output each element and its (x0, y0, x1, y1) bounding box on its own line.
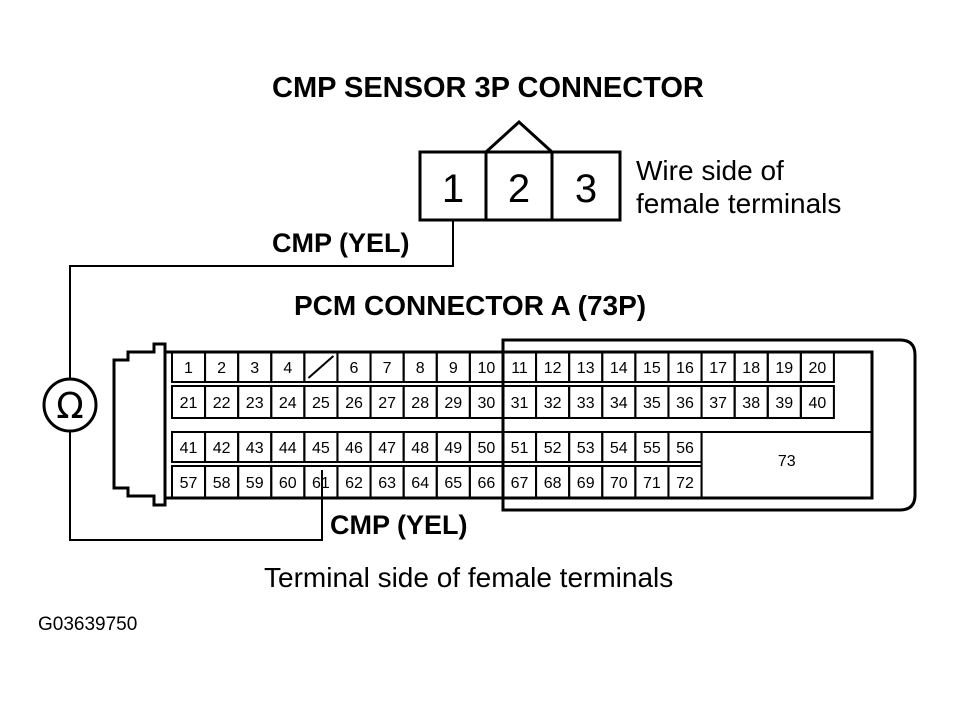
cmp-terminal-2: 2 (508, 167, 530, 211)
pcm-terminal-number: 1 (184, 360, 193, 377)
pcm-terminal-number: 29 (444, 395, 462, 412)
pcm-terminal-73-box (700, 431, 873, 499)
pcm-terminal-number: 18 (742, 360, 760, 377)
pcm-terminal-number: 72 (676, 475, 694, 492)
pcm-terminal-number: 9 (449, 360, 458, 377)
pcm-terminal-number: 62 (345, 475, 363, 492)
pcm-terminal-number: 2 (217, 360, 226, 377)
pcm-terminal-number: 17 (709, 360, 727, 377)
pcm-terminal-number: 10 (478, 360, 496, 377)
pcm-terminal-number: 64 (411, 475, 429, 492)
pcm-terminal-number: 41 (180, 440, 198, 457)
pcm-terminal-number: 22 (213, 395, 231, 412)
meter-leads (69, 220, 454, 541)
pcm-terminal-number: 53 (577, 440, 595, 457)
pcm-terminal-number: 40 (809, 395, 827, 412)
pcm-terminal-number: 70 (610, 475, 628, 492)
pcm-terminal-number: 58 (213, 475, 231, 492)
pcm-terminal-number: 65 (444, 475, 462, 492)
pcm-terminal-number: 24 (279, 395, 297, 412)
ohmmeter-icon: Ω (56, 386, 84, 427)
cmp-terminal-1: 1 (442, 167, 464, 211)
pcm-terminal-number: 46 (345, 440, 363, 457)
pcm-terminal-number: 54 (610, 440, 628, 457)
wire-side-note-line1: Wire side of (636, 155, 784, 186)
pcm-terminal-number: 33 (577, 395, 595, 412)
pcm-terminal-number: 37 (709, 395, 727, 412)
blank-terminal-slash (307, 355, 335, 379)
pcm-terminal-number: 71 (643, 475, 661, 492)
pcm-terminal-number: 11 (511, 360, 528, 377)
pcm-terminal-number: 25 (312, 395, 330, 412)
pcm-terminal-number: 42 (213, 440, 231, 457)
pcm-terminal-number: 51 (511, 440, 529, 457)
pcm-terminal-number: 27 (378, 395, 396, 412)
pcm-terminal-number: 60 (279, 475, 297, 492)
cmp-terminal-3: 3 (575, 167, 597, 211)
pcm-terminal-number: 8 (416, 360, 425, 377)
pcm-terminal-number: 20 (809, 360, 827, 377)
cmp-wire-label-bottom: CMP (YEL) (330, 510, 468, 540)
pcm-terminal-number: 66 (478, 475, 496, 492)
pcm-terminal-number: 13 (577, 360, 595, 377)
pcm-terminal-number: 44 (279, 440, 297, 457)
pcm-terminal-number: 45 (312, 440, 330, 457)
cmp-sensor-connector (418, 119, 622, 222)
pcm-terminal-number: 56 (676, 440, 694, 457)
pcm-terminal-number: 49 (444, 440, 462, 457)
pcm-terminal-number: 47 (378, 440, 396, 457)
pcm-terminal-number: 28 (411, 395, 429, 412)
cmp-sensor-connector-title: CMP SENSOR 3P CONNECTOR (272, 72, 704, 104)
pcm-terminal-number: 36 (676, 395, 694, 412)
pcm-terminal-number: 32 (544, 395, 562, 412)
pcm-terminal-number: 59 (246, 475, 264, 492)
pcm-terminal-number: 48 (411, 440, 429, 457)
pcm-terminal-number: 69 (577, 475, 595, 492)
pcm-terminal-number: 67 (511, 475, 529, 492)
pcm-terminal-number: 39 (775, 395, 793, 412)
pcm-connector-title: PCM CONNECTOR A (73P) (294, 290, 647, 321)
pcm-terminal-number: 21 (180, 395, 198, 412)
pcm-terminal-number: 31 (511, 395, 529, 412)
pcm-terminal-number: 38 (742, 395, 760, 412)
pcm-terminal-number: 7 (383, 360, 392, 377)
pcm-terminal-number: 26 (345, 395, 363, 412)
figure-id: G03639750 (38, 614, 138, 635)
pcm-terminal-number: 19 (775, 360, 793, 377)
pcm-terminal-cell (799, 351, 835, 383)
wire-side-note-line2: female terminals (636, 188, 842, 219)
cmp-sensor-terminals: 1 2 3 (442, 167, 597, 211)
pcm-terminal-number: 52 (544, 440, 562, 457)
pcm-terminal-number: 12 (544, 360, 562, 377)
pcm-terminal-number: 23 (246, 395, 264, 412)
pcm-terminal-number: 16 (676, 360, 694, 377)
pcm-terminal-number: 68 (544, 475, 562, 492)
pcm-terminal-number: 43 (246, 440, 264, 457)
pcm-terminal-cell (799, 385, 835, 419)
pcm-terminal-number: 30 (478, 395, 496, 412)
pcm-terminal-number: 6 (350, 360, 359, 377)
pcm-terminal-73: 73 (778, 453, 796, 470)
connector-lock-tab-icon (484, 119, 554, 154)
pcm-terminal-number: 55 (643, 440, 661, 457)
cmp-wire-label-top: CMP (YEL) (272, 228, 410, 258)
pcm-terminal-number: 35 (643, 395, 661, 412)
pcm-terminal-number: 63 (378, 475, 396, 492)
pcm-terminal-number: 57 (180, 475, 198, 492)
pcm-terminal-number: 34 (610, 395, 628, 412)
pcm-terminal-number: 3 (250, 360, 259, 377)
top-lead-wire (69, 220, 454, 380)
ohmmeter: Ω (42, 377, 98, 433)
pcm-terminal-number: 50 (478, 440, 496, 457)
pcm-terminal-number: 4 (283, 360, 292, 377)
pcm-terminal-number: 61 (312, 475, 330, 492)
bottom-lead-wire (69, 430, 323, 541)
terminal-side-caption: Terminal side of female terminals (264, 562, 674, 593)
pcm-terminal-number: 14 (610, 360, 628, 377)
pcm-terminal-number: 15 (643, 360, 661, 377)
